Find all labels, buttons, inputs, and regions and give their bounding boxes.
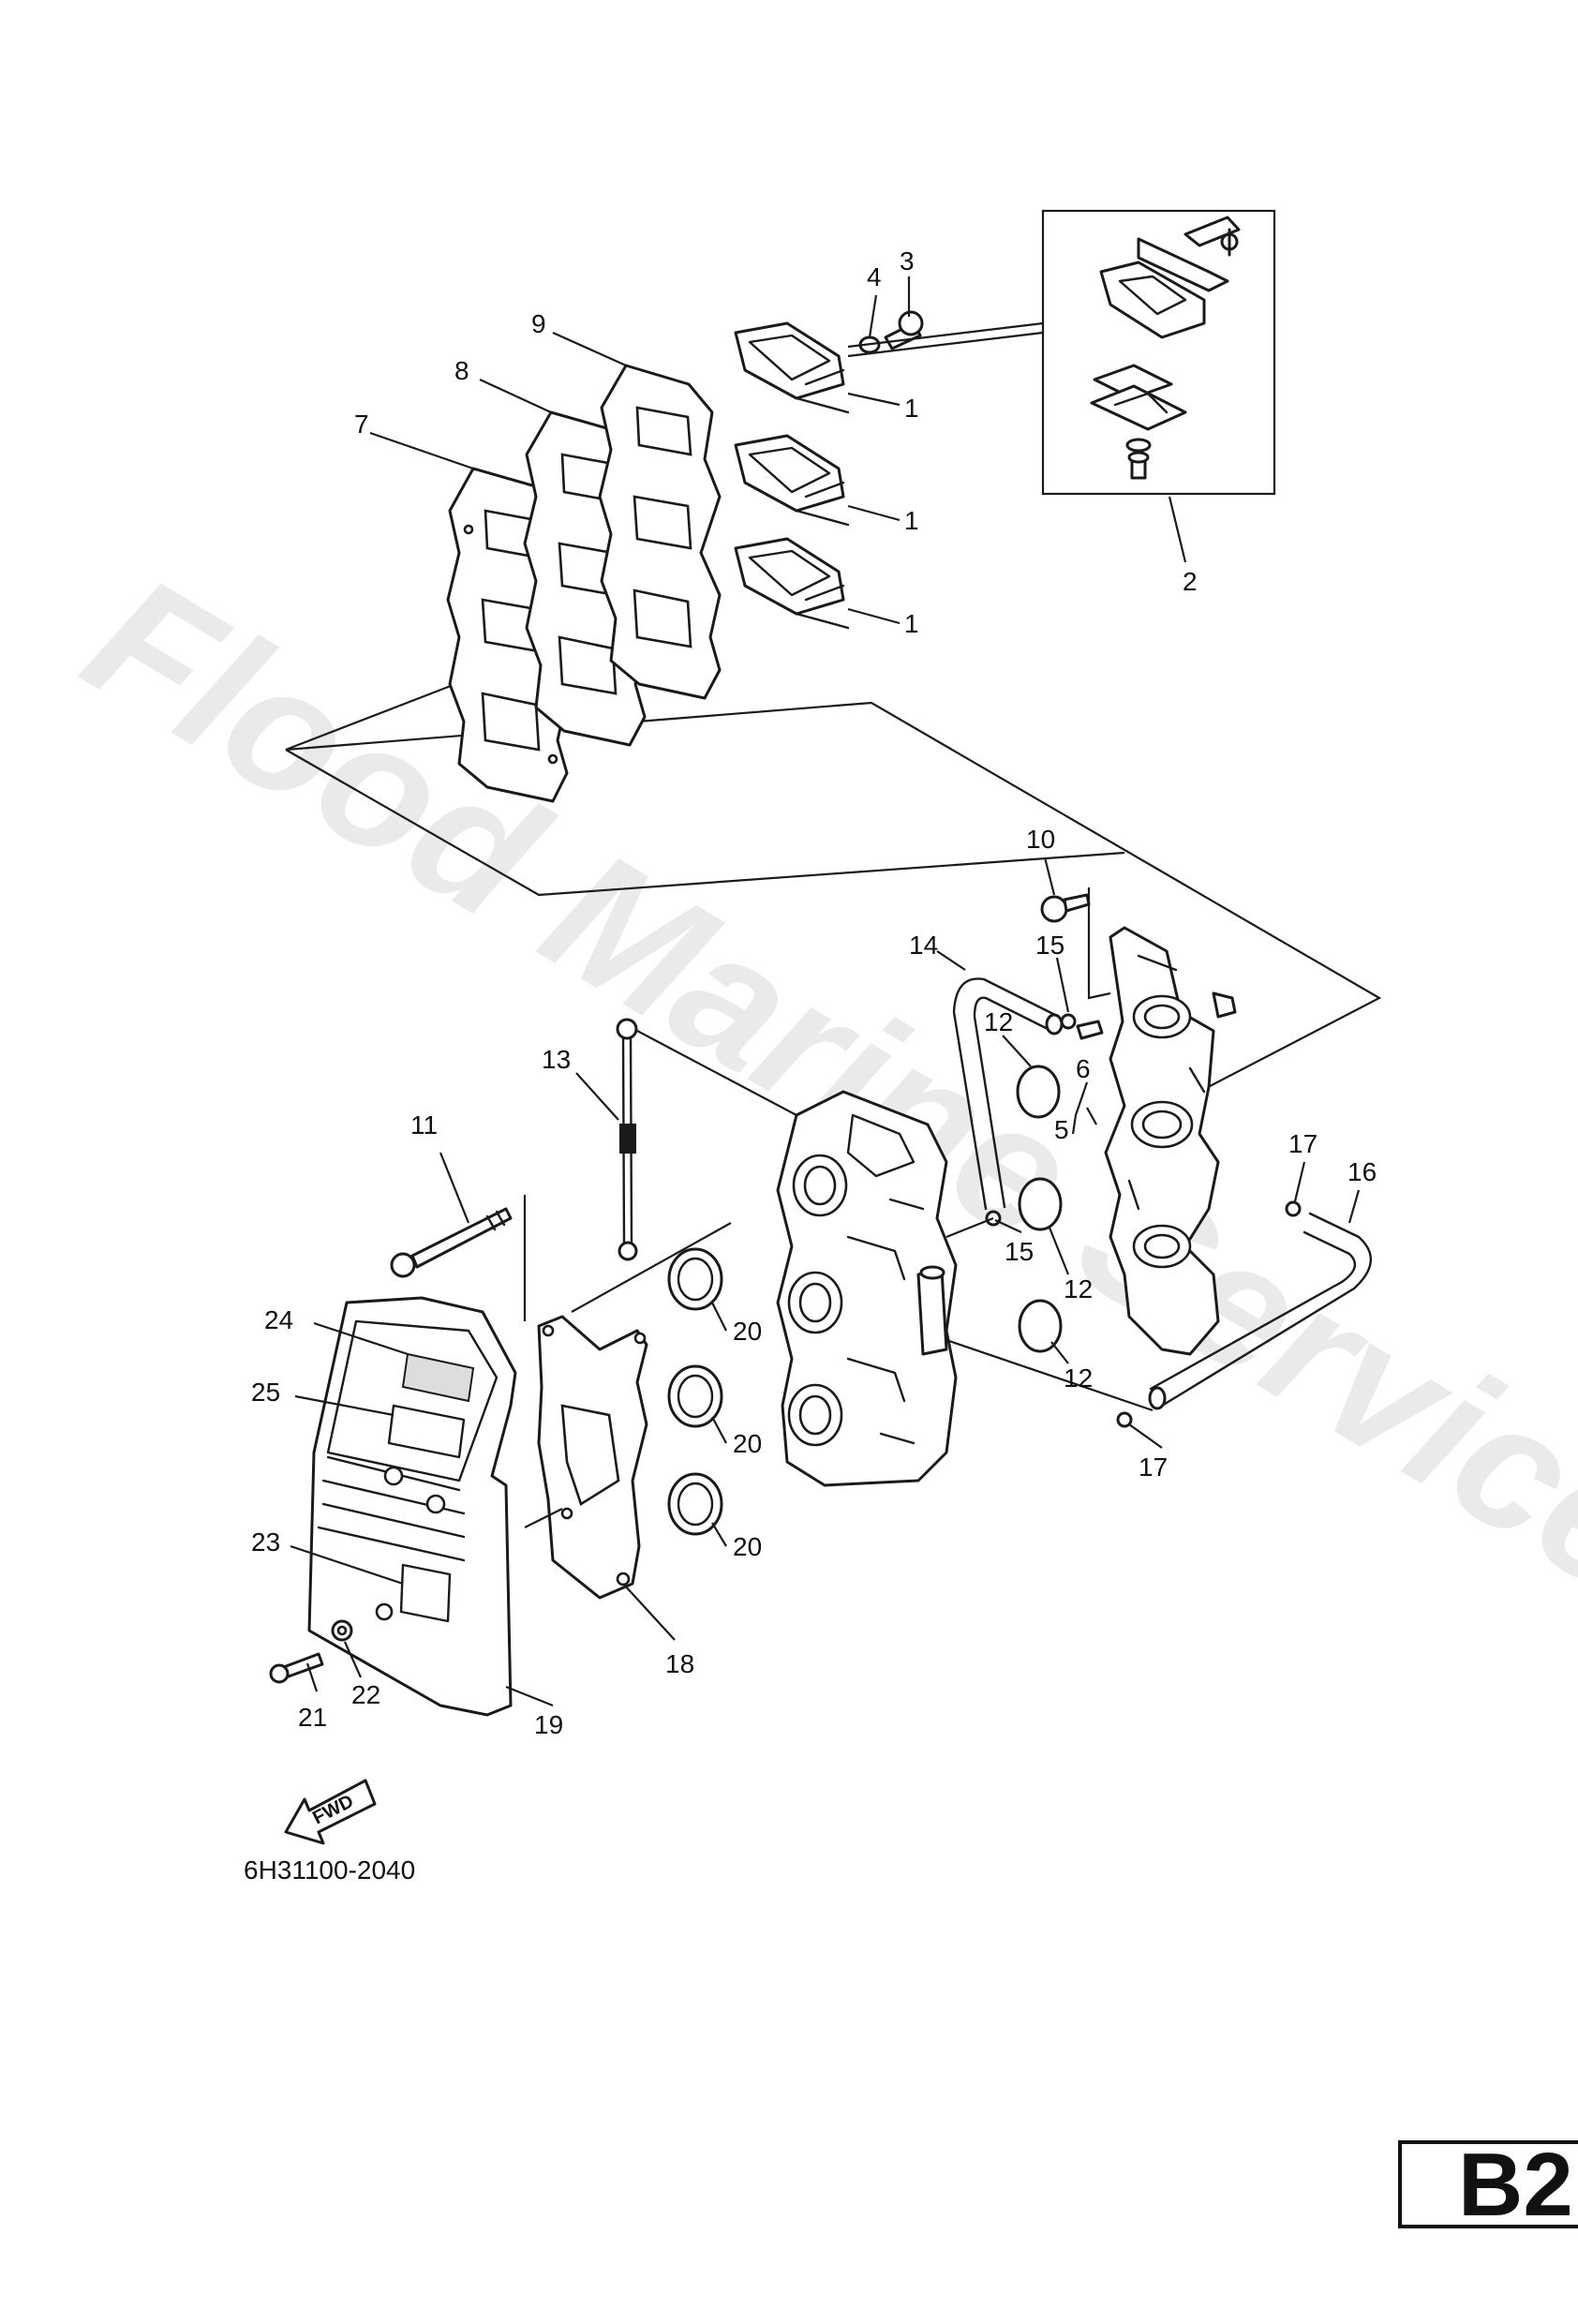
bolt-10 xyxy=(1040,893,1091,923)
callout-2: 2 xyxy=(1183,567,1198,596)
carb-gasket-20-bottom xyxy=(667,1472,723,1536)
reed-valve-assembly-bottom xyxy=(734,537,850,630)
bolt-11 xyxy=(390,1207,513,1278)
callout-4: 4 xyxy=(867,262,882,291)
choke-link-rod-13 xyxy=(616,1018,638,1261)
forward-direction-arrow: FWD xyxy=(284,1779,377,1845)
clip-15-top xyxy=(1060,1013,1077,1030)
callout-12: 12 xyxy=(1064,1274,1093,1304)
reed-valve-assembly-top xyxy=(734,321,850,414)
diagram-code: 6H31100-2040 xyxy=(244,1855,415,1885)
screw-3 xyxy=(884,310,924,350)
hose-16 xyxy=(1148,1212,1373,1410)
page-label-box: B2 xyxy=(1398,2140,1578,2228)
o-ring-12-bottom xyxy=(1018,1299,1063,1353)
carb-gasket-20-middle xyxy=(667,1364,723,1428)
callout-21: 21 xyxy=(298,1703,327,1732)
clip-17-bottom xyxy=(1116,1411,1133,1428)
detail-inset-box xyxy=(1041,209,1276,496)
callout-1: 1 xyxy=(904,506,919,535)
clip-17-top xyxy=(1285,1200,1302,1217)
callout-22: 22 xyxy=(351,1680,380,1709)
intake-manifold xyxy=(1104,926,1237,1356)
callout-15: 15 xyxy=(1035,931,1064,960)
reed-valve-exploded-detail xyxy=(1090,216,1241,480)
page-label: B2 xyxy=(1458,2140,1573,2228)
callout-labels: 1 1 1 2 3 4 5 6 7 8 9 10 11 12 12 12 13 … xyxy=(251,246,1377,1739)
callout-14: 14 xyxy=(909,931,938,960)
silencer-gasket-18 xyxy=(537,1315,648,1600)
callout-17: 17 xyxy=(1139,1452,1168,1482)
callout-13: 13 xyxy=(542,1045,571,1074)
gasket-9 xyxy=(598,364,722,700)
callout-8: 8 xyxy=(454,356,469,385)
callout-11: 11 xyxy=(410,1110,438,1140)
reed-valve-assembly-middle xyxy=(734,434,850,527)
callout-25: 25 xyxy=(251,1378,280,1407)
callout-5: 5 xyxy=(1054,1115,1069,1144)
callout-12: 12 xyxy=(984,1007,1013,1036)
callout-6: 6 xyxy=(1076,1054,1091,1083)
callout-9: 9 xyxy=(531,309,546,338)
o-ring-12-top xyxy=(1016,1065,1061,1119)
callout-1: 1 xyxy=(904,609,919,638)
intake-silencer-19 xyxy=(307,1296,517,1717)
callout-18: 18 xyxy=(665,1649,694,1678)
carb-gasket-20-top xyxy=(667,1247,723,1311)
callout-24: 24 xyxy=(264,1305,293,1334)
callout-leaders xyxy=(290,276,1361,1707)
callout-1: 1 xyxy=(904,394,919,423)
callout-16: 16 xyxy=(1347,1157,1377,1186)
callout-20: 20 xyxy=(733,1532,762,1561)
callout-15: 15 xyxy=(1005,1237,1034,1266)
bolt-21 xyxy=(269,1652,324,1684)
callout-20: 20 xyxy=(733,1317,762,1346)
o-ring-12-middle xyxy=(1018,1177,1063,1231)
callout-19: 19 xyxy=(534,1710,563,1739)
carburetor-assembly xyxy=(776,1090,958,1487)
callout-12: 12 xyxy=(1064,1363,1093,1393)
callout-7: 7 xyxy=(354,410,369,439)
callout-10: 10 xyxy=(1026,825,1055,854)
callout-23: 23 xyxy=(251,1527,280,1557)
fitting-6 xyxy=(1076,1020,1104,1040)
callout-17: 17 xyxy=(1288,1129,1317,1158)
callout-3: 3 xyxy=(900,246,915,276)
callout-20: 20 xyxy=(733,1429,762,1458)
